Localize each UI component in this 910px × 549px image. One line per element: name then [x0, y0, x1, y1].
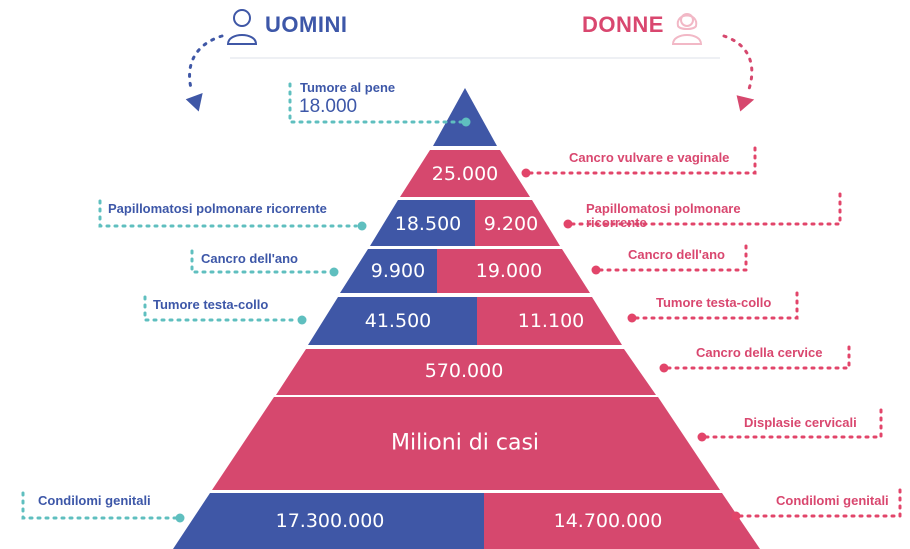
- tier-5-men-value: 41.500: [364, 310, 432, 332]
- leader-dot: [357, 221, 367, 231]
- tier-2-women-value: 25.000: [431, 163, 499, 185]
- curved-arrow-icon: [722, 34, 754, 94]
- leader-women-vulvar: [528, 142, 757, 175]
- tier-8-women-value: 14.700.000: [553, 510, 663, 532]
- tier-3-women-segment: [475, 200, 560, 246]
- label-women-rrp-line2: ricorrente: [586, 215, 647, 230]
- label-men-anal: Cancro dell'ano: [201, 251, 298, 266]
- leader-men-rrp: [98, 199, 358, 228]
- leader-men-head-neck: [143, 295, 298, 322]
- curved-arrow-icon: [188, 34, 224, 94]
- label-men-warts: Condilomi genitali: [38, 493, 151, 508]
- tier-4-men-segment: [340, 249, 437, 293]
- leader-dot: [329, 267, 339, 277]
- tier-7-women-value: Milioni di casi: [390, 430, 540, 456]
- tier-8-women-segment: [484, 493, 760, 549]
- tier-5-men-segment: [308, 297, 477, 345]
- leader-dot: [697, 432, 707, 442]
- tier-7-women-segment: [212, 397, 720, 490]
- tier-3-women-value: 9.200: [483, 213, 539, 235]
- tier-4-men-value: 9.900: [370, 260, 426, 282]
- tier-6-women-value: 570.000: [424, 360, 504, 382]
- leader-dot: [521, 168, 531, 178]
- label-men-head-neck: Tumore testa-collo: [153, 297, 269, 312]
- arrow-head-men: [185, 93, 203, 112]
- leader-dot: [297, 315, 307, 325]
- leader-women-rrp: [570, 188, 842, 226]
- tier-8-men-value: 17.300.000: [275, 510, 385, 532]
- leader-dot: [563, 219, 573, 229]
- label-penile-cancer: Tumore al pene: [300, 80, 396, 95]
- leader-dot: [461, 117, 471, 127]
- tier-8-men-segment: [173, 493, 484, 549]
- leader-dot: [591, 265, 601, 275]
- leader-women-head-neck: [634, 290, 799, 320]
- leader-dot: [731, 511, 741, 521]
- leader-dot: [659, 363, 669, 373]
- label-women-dysplasia: Displasie cervicali: [744, 415, 857, 430]
- label-penile-cancer-value: 18.000: [299, 96, 358, 117]
- men-title: UOMINI: [265, 12, 348, 37]
- women-title: DONNE: [582, 12, 664, 37]
- label-women-cervical: Cancro della cervice: [696, 345, 823, 360]
- label-men-rrp: Papillomatosi polmonare ricorrente: [108, 201, 327, 216]
- leader-women-dysplasia: [704, 408, 883, 439]
- leader-dot: [175, 513, 185, 523]
- tier-5-women-segment: [477, 297, 622, 345]
- leader-women-warts: [738, 488, 902, 518]
- tier-3-men-value: 18.500: [394, 213, 462, 235]
- user-outline-icon: [226, 9, 258, 45]
- label-women-head-neck: Tumore testa-collo: [656, 295, 772, 310]
- label-women-anal: Cancro dell'ano: [628, 247, 725, 262]
- leader-penile: [288, 82, 464, 124]
- tier-4-women-value: 19.000: [475, 260, 543, 282]
- tier-5-women-value: 11.100: [517, 310, 585, 332]
- leader-dot: [627, 313, 637, 323]
- arrow-head-women: [736, 95, 755, 112]
- label-women-rrp: Papillomatosi polmonare: [586, 201, 741, 216]
- label-women-warts: Condilomi genitali: [776, 493, 889, 508]
- tier-6-women-segment: [276, 349, 656, 395]
- tier-4-women-segment: [437, 249, 590, 293]
- tier-2-women-segment: [400, 150, 530, 197]
- female-user-outline-icon: [671, 13, 703, 45]
- tier-3-men-segment: [370, 200, 475, 246]
- label-women-vulvar: Cancro vulvare e vaginale: [569, 150, 730, 165]
- leader-men-anal: [190, 249, 332, 274]
- leader-men-warts: [21, 491, 178, 520]
- leader-women-anal: [598, 242, 748, 272]
- tier-1-men-segment: [433, 88, 497, 146]
